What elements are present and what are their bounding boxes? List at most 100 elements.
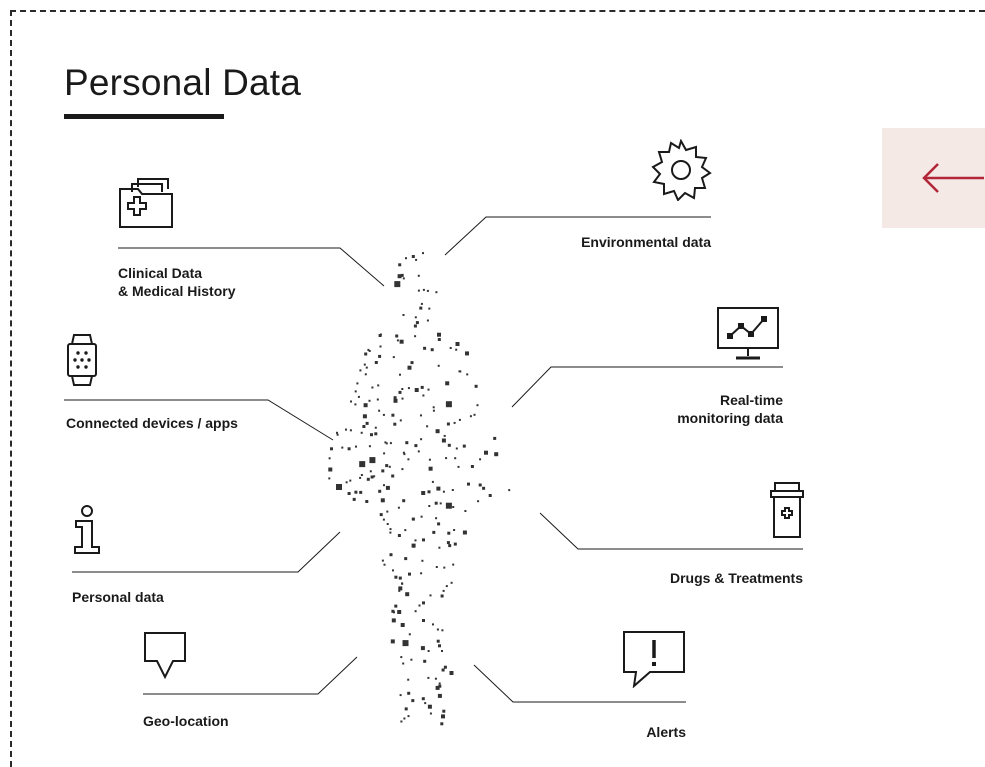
figure-dot bbox=[374, 361, 378, 364]
figure-dot bbox=[420, 572, 423, 575]
figure-dot bbox=[459, 370, 462, 373]
location-marker-icon bbox=[143, 631, 187, 684]
figure-dot bbox=[385, 485, 390, 490]
figure-dot bbox=[359, 461, 366, 468]
figure-dot bbox=[378, 489, 382, 493]
figure-dot bbox=[396, 339, 399, 342]
figure-dot bbox=[437, 522, 441, 526]
figure-dot bbox=[403, 717, 406, 720]
figure-dot bbox=[436, 639, 440, 643]
figure-dot bbox=[354, 390, 357, 393]
figure-dot bbox=[432, 623, 434, 626]
figure-dot bbox=[414, 335, 417, 338]
figure-dot bbox=[383, 484, 385, 487]
figure-dot bbox=[414, 388, 419, 392]
label-clinical-data: Clinical Data & Medical History bbox=[118, 265, 236, 299]
figure-dot bbox=[437, 338, 441, 341]
back-button[interactable] bbox=[882, 128, 985, 228]
figure-dot bbox=[422, 601, 425, 605]
figure-dot bbox=[441, 438, 446, 443]
figure-dot bbox=[370, 433, 373, 437]
figure-dot bbox=[426, 289, 429, 292]
figure-dot bbox=[442, 490, 445, 493]
figure-dot bbox=[484, 450, 488, 455]
figure-dot bbox=[477, 500, 480, 503]
figure-dot bbox=[494, 452, 499, 457]
figure-dot bbox=[408, 633, 411, 636]
figure-dot bbox=[382, 413, 385, 416]
figure-dot bbox=[404, 557, 408, 561]
figure-dot bbox=[465, 351, 469, 356]
figure-dot bbox=[354, 403, 357, 406]
figure-dot bbox=[398, 576, 402, 580]
figure-dot bbox=[440, 722, 444, 726]
figure-dot bbox=[415, 258, 418, 261]
figure-dot bbox=[426, 425, 429, 428]
figure-dot bbox=[360, 431, 363, 434]
connector-environmental bbox=[444, 216, 711, 256]
figure-dot bbox=[364, 373, 367, 376]
label-drugs-treatments: Drugs & Treatments bbox=[669, 570, 803, 586]
figure-dot bbox=[413, 324, 417, 328]
figure-dot bbox=[424, 702, 427, 705]
figure-dot bbox=[437, 332, 441, 337]
figure-dot bbox=[401, 582, 404, 585]
dashed-frame-left bbox=[10, 10, 12, 767]
figure-dot bbox=[429, 594, 432, 597]
figure-dot bbox=[423, 346, 427, 350]
figure-dot bbox=[455, 447, 458, 450]
figure-dot bbox=[446, 541, 450, 545]
figure-dot bbox=[347, 492, 351, 495]
connector-alerts bbox=[473, 664, 686, 703]
figure-dot bbox=[400, 720, 403, 723]
figure-dot bbox=[508, 489, 511, 492]
figure-dot bbox=[402, 277, 405, 280]
figure-dot bbox=[408, 572, 411, 576]
figure-dot bbox=[439, 502, 442, 505]
figure-dot bbox=[359, 490, 363, 494]
figure-dot bbox=[443, 665, 447, 669]
figure-dot bbox=[422, 252, 424, 255]
figure-dot bbox=[427, 388, 430, 391]
figure-dot bbox=[407, 691, 411, 695]
figure-dot bbox=[364, 352, 368, 356]
figure-dot bbox=[405, 441, 409, 445]
figure-dot bbox=[438, 682, 441, 685]
figure-dot bbox=[369, 457, 376, 464]
figure-dot bbox=[446, 422, 450, 426]
figure-dot bbox=[362, 425, 366, 428]
figure-dot bbox=[380, 498, 385, 503]
figure-dot bbox=[399, 339, 404, 344]
figure-dot bbox=[405, 257, 407, 260]
figure-dot bbox=[438, 546, 441, 549]
figure-dot bbox=[404, 529, 407, 532]
figure-dot bbox=[420, 515, 423, 518]
figure-dot bbox=[398, 390, 402, 394]
figure-dot bbox=[417, 450, 420, 453]
figure-dot bbox=[389, 528, 392, 531]
figure-dot bbox=[392, 356, 395, 359]
figure-dot bbox=[378, 409, 381, 412]
figure-dot bbox=[336, 431, 338, 434]
monitor-chart-icon bbox=[716, 306, 780, 369]
figure-dot bbox=[441, 629, 444, 632]
figure-dot bbox=[493, 436, 497, 440]
figure-dot bbox=[435, 566, 438, 568]
figure-dot bbox=[355, 445, 357, 448]
figure-dot bbox=[457, 465, 460, 468]
figure-dot bbox=[389, 442, 392, 445]
figure-dot bbox=[411, 699, 415, 703]
figure-dot bbox=[386, 510, 389, 513]
figure-dot bbox=[423, 659, 427, 663]
figure-dot bbox=[357, 395, 360, 398]
figure-dot bbox=[352, 497, 356, 501]
figure-dot bbox=[407, 458, 410, 461]
figure-dot bbox=[402, 499, 406, 503]
figure-dot bbox=[349, 479, 352, 482]
figure-dot bbox=[428, 466, 433, 471]
figure-dot bbox=[381, 559, 384, 562]
figure-dot bbox=[366, 477, 370, 481]
figure-dot bbox=[389, 553, 393, 557]
